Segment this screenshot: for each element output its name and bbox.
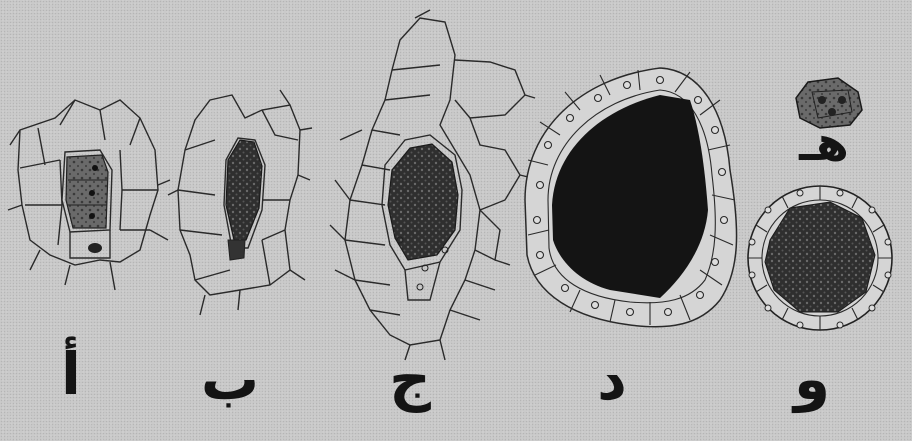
label-jim: ج <box>389 350 431 408</box>
label-waw: و <box>794 350 830 408</box>
label-ba: ب <box>201 350 259 408</box>
stage-b-sporogenous-mass <box>226 140 262 260</box>
stage-c-sporogenous-mass <box>388 144 458 290</box>
stage-w-sporangium <box>748 186 892 330</box>
label-ha: هـ <box>799 120 849 168</box>
label-dal: د <box>597 350 627 408</box>
stage-a-archesporial-cells <box>66 155 108 253</box>
label-alef: أ <box>61 345 81 403</box>
